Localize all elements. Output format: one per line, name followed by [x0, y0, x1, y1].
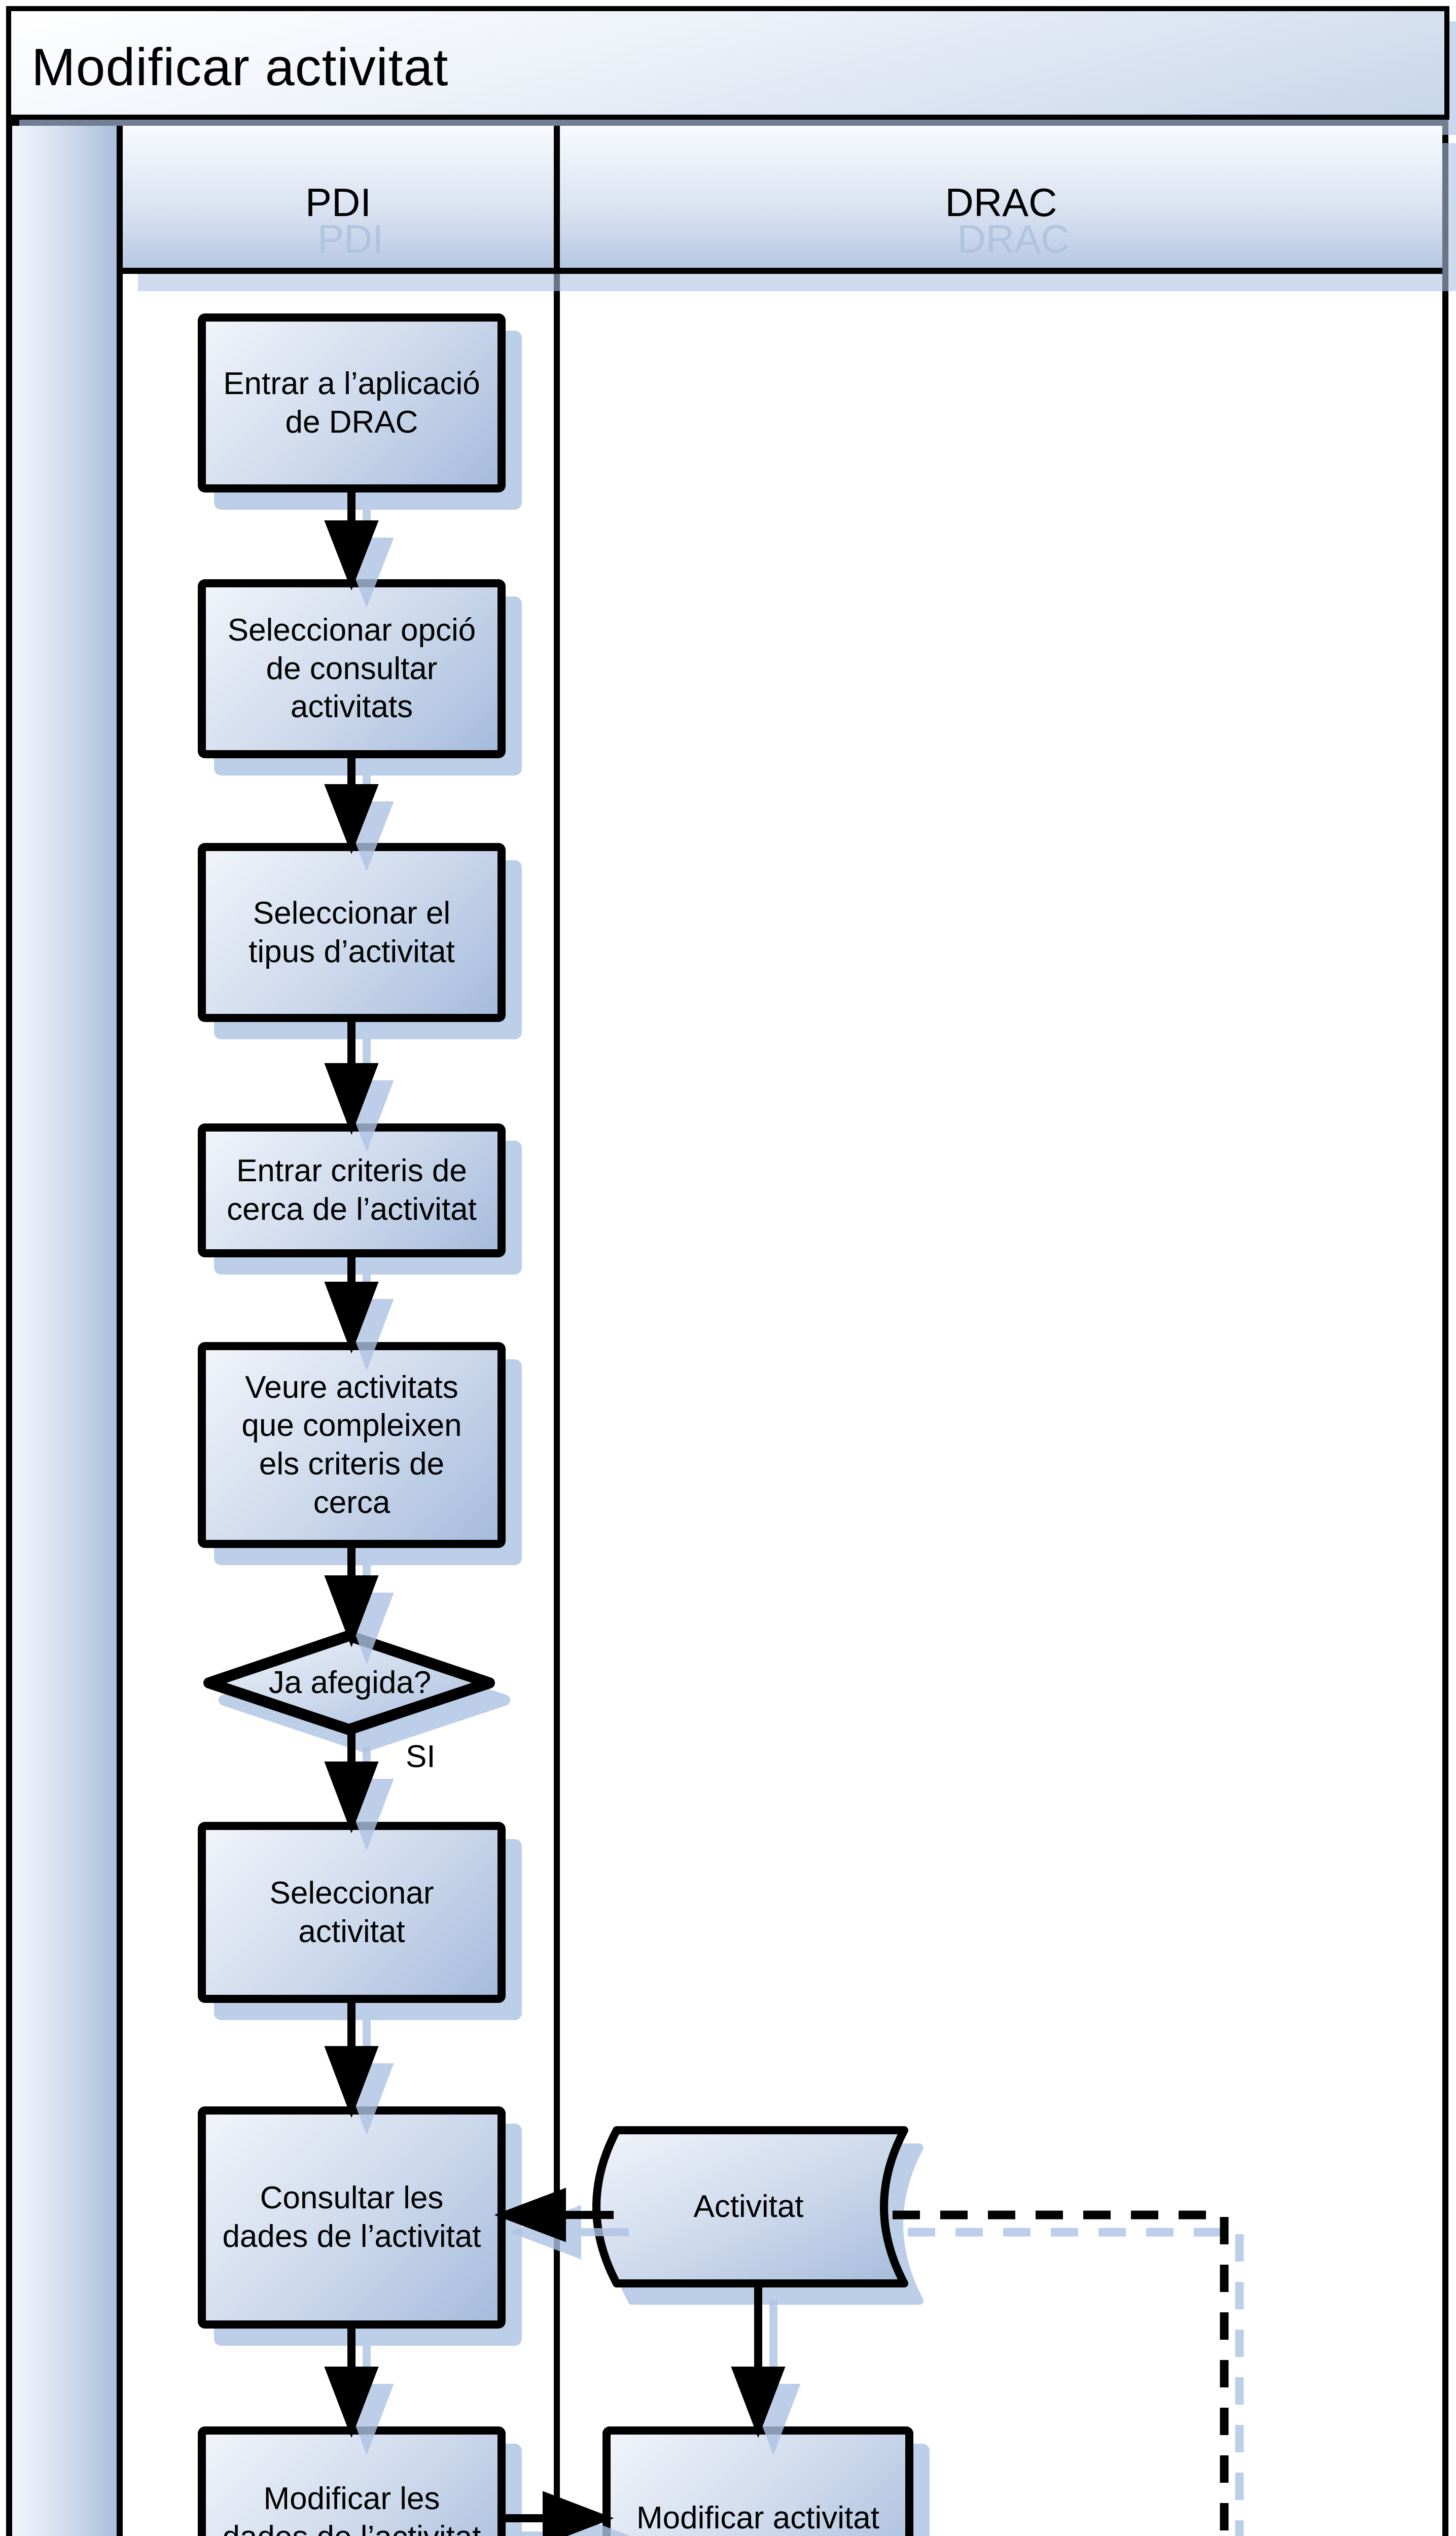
lane-header-pdi-ghost: PDI	[317, 217, 384, 261]
edge-label-ja-afegida-si: SI	[406, 1739, 436, 1774]
lane-header-drac-ghost: DRAC	[957, 217, 1070, 261]
node-veure-activitats: Veure activitats que compleixen els crit…	[198, 1342, 506, 1548]
node-seleccionar-opcio: Seleccionar opció de consultar activitat…	[198, 579, 506, 758]
diagram-title: Modificar activitat	[31, 38, 449, 97]
datastore-activitat-top-label: Activitat	[693, 2189, 804, 2224]
lane-header-drac: DRAC DRAC	[560, 126, 1442, 274]
node-seleccionar-tipus: Seleccionar el tipus d’activitat	[198, 843, 506, 1022]
lane-header-pdi: PDI PDI	[123, 126, 560, 274]
lane-header-drac-label: DRAC	[945, 180, 1057, 225]
lane-header-pdi-label: PDI	[305, 180, 372, 225]
node-entrar-aplicacio: Entrar a l’aplicació de DRAC	[198, 313, 506, 492]
node-seleccionar-activitat: Seleccionar activitat	[198, 1822, 506, 2003]
node-consultar-dades: Consultar les dades de l’activitat	[198, 2106, 506, 2329]
node-modificar-dades: Modificar les dades de l’activitat	[198, 2426, 506, 2536]
decision-ja-afegida-label: Ja afegida?	[268, 1665, 432, 1700]
node-modificar-activitat: Modificar activitat	[602, 2426, 913, 2536]
node-entrar-criteris: Entrar criteris de cerca de l’activitat	[198, 1123, 506, 1257]
phase-strip	[12, 126, 123, 2536]
diagram-title-bar: Modificar activitat	[6, 6, 1449, 120]
